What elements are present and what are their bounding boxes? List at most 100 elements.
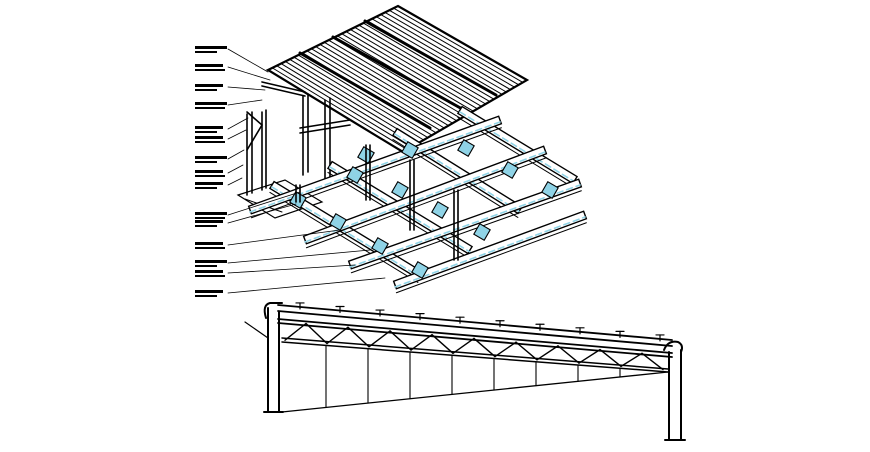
callout-label-block	[195, 46, 227, 49]
roof-rib	[388, 9, 520, 86]
roof-rib	[345, 31, 478, 110]
connection-plate	[391, 181, 409, 199]
connection-plate	[473, 223, 491, 241]
isometric-view	[195, 4, 588, 297]
web-diagonal	[326, 326, 349, 345]
callout-label-block	[195, 182, 223, 185]
tie-rod	[281, 371, 669, 413]
roof-rib	[315, 46, 449, 127]
callout-label-block	[195, 161, 217, 163]
connection-plate	[371, 237, 389, 255]
beam-cross-c-web	[249, 121, 501, 213]
callout-label-block	[195, 141, 225, 143]
callout-label-block	[195, 170, 223, 173]
beam-main-b-web	[329, 166, 471, 253]
left-column	[244, 302, 284, 413]
callout-leader	[227, 203, 297, 224]
web-diagonal	[641, 352, 664, 371]
callout-leader	[227, 177, 243, 186]
callout-label-block	[195, 275, 225, 277]
web-diagonal	[515, 341, 538, 361]
roof-rib	[276, 65, 412, 148]
callout-label-block	[195, 187, 217, 189]
callout-label-block	[195, 156, 227, 159]
callout-label-block	[195, 84, 223, 87]
roof-rib	[393, 7, 524, 83]
truss-elevation-view	[244, 302, 686, 441]
roof-rib	[328, 39, 462, 119]
beam-main-b-flange	[327, 171, 469, 258]
bottom-chord	[281, 337, 669, 373]
roof-rib	[371, 18, 503, 95]
callout-label-block	[195, 295, 217, 297]
connection-plate	[329, 213, 347, 231]
web-diagonal	[599, 348, 622, 368]
callout-label-block	[195, 225, 217, 227]
callout-label-block	[195, 290, 223, 293]
callout-leader	[227, 129, 247, 140]
top-chord	[277, 304, 673, 358]
callout-leader	[227, 99, 263, 106]
connection-plate	[411, 261, 429, 279]
truss-web-members	[284, 322, 664, 371]
web-diagonal	[620, 352, 643, 368]
callout-label-block	[195, 136, 223, 139]
roof-rib	[354, 26, 487, 105]
beam-main-a-flange	[269, 191, 419, 283]
roof-rib	[280, 63, 416, 146]
roof-rib	[362, 22, 495, 100]
roof-rib	[297, 54, 433, 136]
roof-rib	[319, 43, 454, 124]
web-diagonal	[389, 330, 412, 351]
callout-label-block	[195, 242, 223, 245]
connection-plate	[346, 166, 364, 184]
web-diagonal	[368, 330, 391, 348]
callout-leader	[227, 149, 245, 160]
web-diagonal	[347, 326, 370, 348]
callout-label-block	[195, 212, 227, 215]
web-diagonal	[557, 345, 580, 364]
roof-rib	[384, 11, 516, 88]
callout-leaders	[195, 46, 386, 297]
connection-plate	[501, 161, 519, 179]
callout-label-block	[195, 126, 223, 129]
connection-plate	[289, 191, 307, 209]
roof-rib	[306, 50, 441, 131]
callout-label-block	[195, 175, 225, 177]
connection-plate	[541, 181, 559, 199]
callout-leader	[227, 164, 244, 174]
callout-label-block	[195, 265, 217, 267]
web-diagonal	[578, 348, 601, 364]
beam-cross-d-web	[394, 216, 586, 288]
roof-rib	[349, 28, 483, 107]
beam-main-a-web	[271, 186, 421, 278]
callout-leader	[227, 277, 386, 294]
callout-leader	[227, 117, 249, 130]
callout-label-block	[195, 51, 217, 53]
callout-leader	[227, 86, 266, 91]
callout-label-block	[195, 89, 217, 91]
roof-rib	[289, 58, 425, 141]
roof-lap-joints	[298, 19, 498, 130]
callout-leader	[227, 249, 371, 264]
steel-beam-grid	[247, 105, 588, 294]
roof-rib	[332, 37, 466, 117]
web-diagonal	[410, 333, 433, 351]
callout-label-block	[195, 64, 223, 67]
roof-rib	[293, 56, 429, 139]
web-diagonal	[284, 322, 307, 341]
roof-rib	[375, 16, 507, 93]
callout-label-block	[195, 107, 225, 109]
connection-plate	[457, 139, 475, 157]
web-diagonal	[494, 341, 517, 358]
web-diagonal	[452, 337, 475, 354]
roof-rib	[310, 48, 445, 129]
roof-rib	[358, 24, 491, 103]
callout-label-block	[195, 102, 227, 105]
beam-cross-b-web	[349, 184, 581, 268]
web-diagonal	[431, 333, 454, 354]
callout-leader	[227, 66, 271, 81]
web-diagonal	[305, 322, 328, 345]
